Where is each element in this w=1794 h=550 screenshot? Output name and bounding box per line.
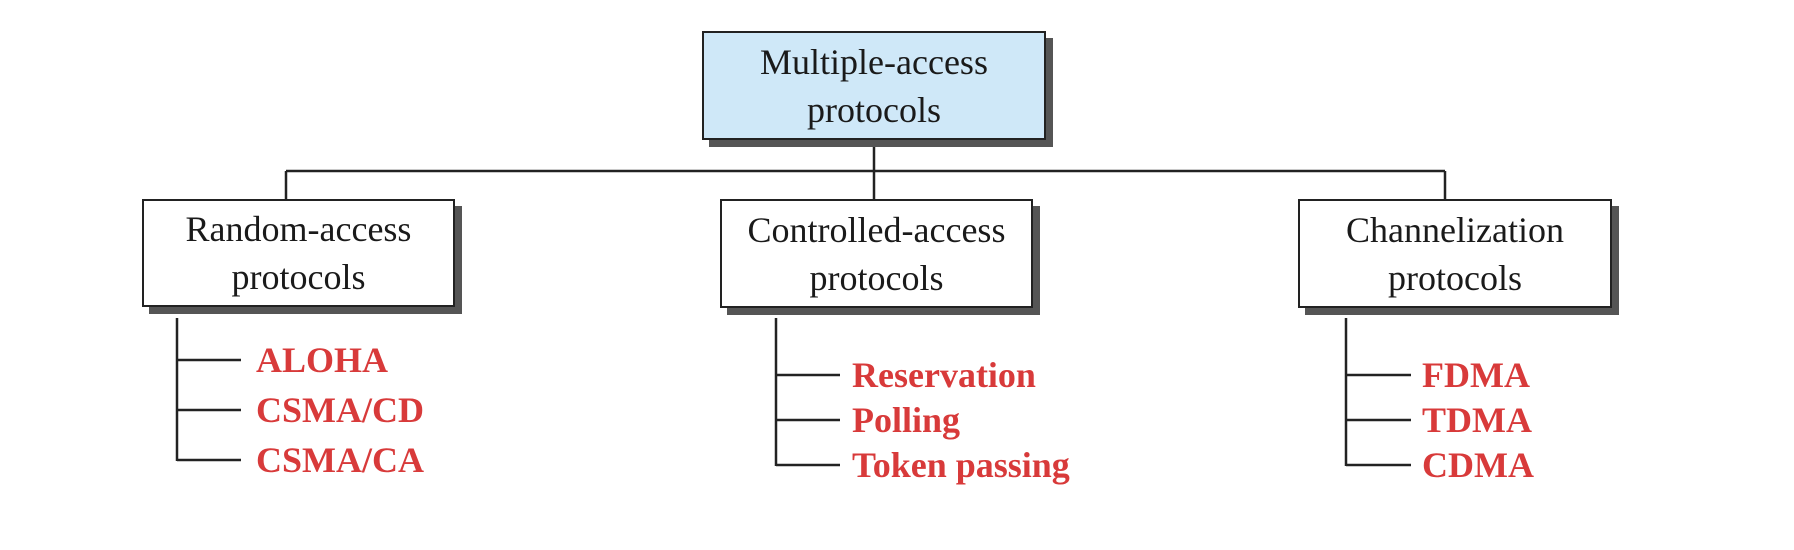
leaf-reservation: Reservation xyxy=(852,355,1036,395)
leaf-tdma: TDMA xyxy=(1422,400,1532,440)
channelization-line2: protocols xyxy=(1388,257,1522,298)
random-access-line1: Random-access xyxy=(185,209,412,249)
root-title-line1: Multiple-access xyxy=(760,41,988,82)
random-access-box: Random-access protocols xyxy=(142,199,455,307)
leaf-fdma: FDMA xyxy=(1422,355,1530,395)
leaf-token-passing: Token passing xyxy=(852,445,1070,485)
leaf-aloha: ALOHA xyxy=(256,340,389,380)
root-box: Multiple-access protocols xyxy=(702,31,1046,140)
controlled-access-line1: Controlled-access xyxy=(747,209,1006,250)
controlled-access-box: Controlled-access protocols xyxy=(720,199,1033,308)
root-title-line2: protocols xyxy=(807,89,941,130)
controlled-access-line2: protocols xyxy=(809,257,944,298)
random-access-line2: protocols xyxy=(231,257,366,297)
leaf-csma-ca: CSMA/CA xyxy=(256,440,424,480)
channelization-line1: Channelization xyxy=(1346,209,1564,250)
channelization-box: Channelization protocols xyxy=(1298,199,1612,308)
leaf-polling: Polling xyxy=(852,400,961,440)
leaf-csma-cd: CSMA/CD xyxy=(256,390,424,430)
leaf-cdma: CDMA xyxy=(1422,445,1534,485)
